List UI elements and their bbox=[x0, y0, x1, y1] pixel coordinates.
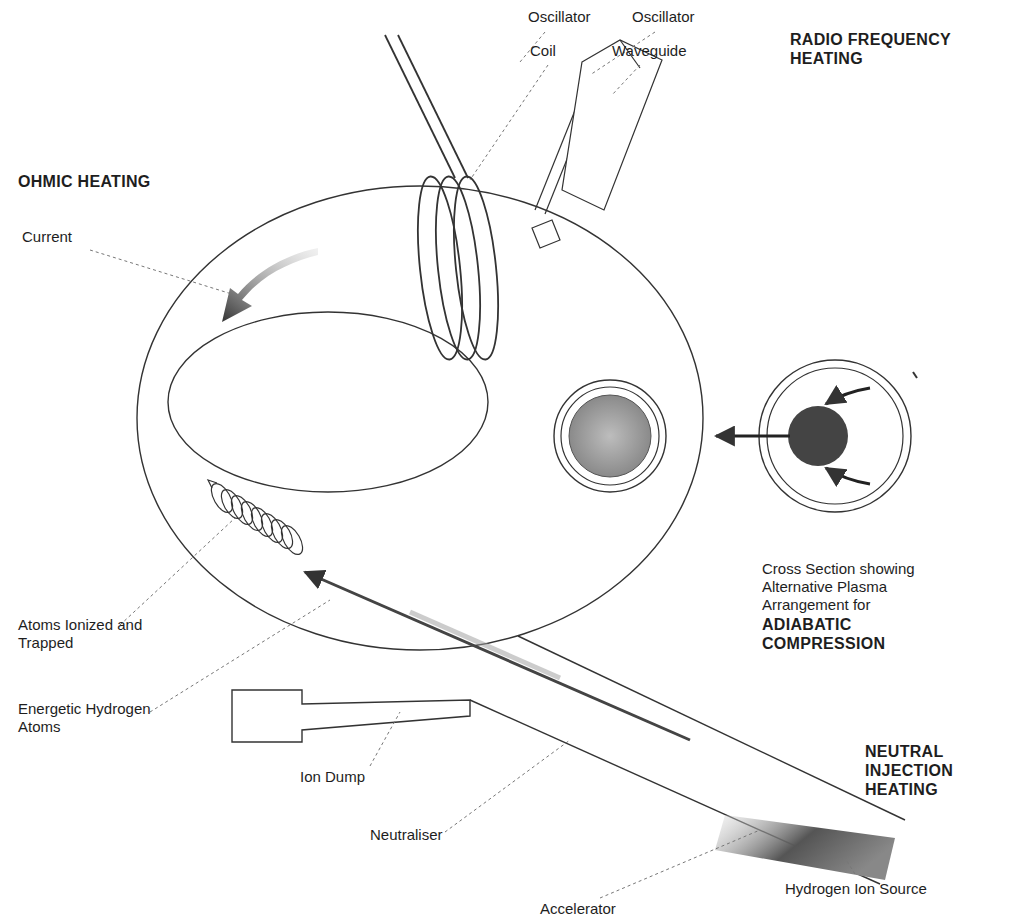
part-label: Accelerator bbox=[540, 900, 616, 918]
part-label: Ion Dump bbox=[300, 768, 365, 786]
torus-outer bbox=[137, 186, 703, 650]
trapped-ion-spiral bbox=[207, 480, 307, 558]
section-heading: ADIABATIC COMPRESSION bbox=[762, 615, 912, 653]
oscillator-label: Oscillator bbox=[528, 8, 591, 26]
section-heading: OHMIC HEATING bbox=[18, 172, 151, 191]
waveguide bbox=[532, 40, 662, 248]
part-label: Atoms Ionized and Trapped bbox=[18, 616, 168, 652]
part-label: Neutraliser bbox=[370, 826, 443, 844]
torus bbox=[137, 186, 703, 650]
current-arrow bbox=[222, 248, 318, 322]
waveguide-label: Waveguide bbox=[612, 42, 687, 60]
beam-line bbox=[232, 636, 905, 884]
leader-lines bbox=[90, 32, 855, 898]
oscillator-label: Oscillator bbox=[632, 8, 695, 26]
torus-cross-section bbox=[554, 380, 666, 492]
part-label: Energetic Hydrogen Atoms bbox=[18, 700, 193, 736]
beam-trail bbox=[410, 612, 560, 678]
torus-inner bbox=[168, 312, 488, 492]
coil-label: Coil bbox=[530, 42, 556, 60]
section-heading: NEUTRAL INJECTION HEATING bbox=[865, 742, 990, 800]
current-label: Current bbox=[22, 228, 72, 246]
adiabatic-cross-section bbox=[716, 360, 917, 512]
rf-coil bbox=[385, 35, 506, 362]
part-label: Hydrogen Ion Source bbox=[785, 880, 927, 898]
caption-text: Cross Section showing Alternative Plasma… bbox=[762, 560, 972, 614]
section-heading: RADIO FREQUENCY HEATING bbox=[790, 30, 1005, 68]
beam-arrow bbox=[305, 572, 690, 740]
hydrogen-ion-source bbox=[715, 815, 895, 880]
